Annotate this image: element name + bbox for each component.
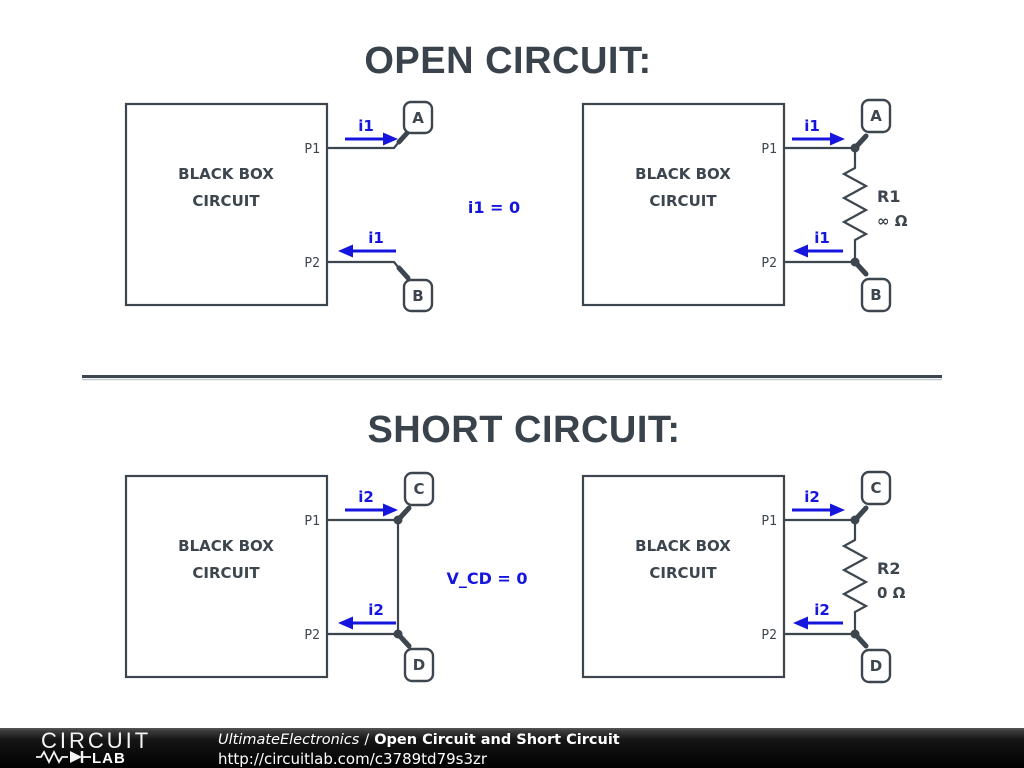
resistor-name: R1 [877,187,900,206]
current-arrowhead-left [338,616,353,630]
current-label: i1 [358,117,374,135]
terminal-b-label: B [870,286,881,304]
pin-p2-label: P2 [761,628,777,643]
black-box-label-line2: CIRCUIT [649,192,717,210]
logo-resistor-icon [36,749,68,765]
footer-title-line: UltimateElectronics/Open Circuit and Sho… [218,731,620,750]
junction-dot [850,515,860,525]
current-label: i2 [814,601,830,619]
footer-bar: CIRCUIT LAB UltimateElectronics/Open Cir… [0,728,1024,768]
black-box-label-line2: CIRCUIT [192,192,260,210]
terminal-a [860,98,892,134]
pin-p1-label: P1 [304,142,320,157]
open-annotation: i1 = 0 [468,198,520,217]
pin-p2-label: P2 [304,256,320,271]
terminal-d-label: D [413,656,425,674]
terminal-c [860,470,892,506]
terminal-d [860,648,892,684]
terminal-c-label: C [870,479,881,497]
resistor-value: 0 Ω [877,584,906,602]
terminal-c-label: C [413,480,424,498]
footer-url: http://circuitlab.com/c3789td79s3zr [218,750,488,768]
terminal-d-label: D [870,657,882,675]
short-right-circuit: BLACK BOX CIRCUIT P1 P2 R2 0 Ω C D i2 i2 [581,470,906,684]
resistor-value: ∞ Ω [877,212,908,230]
black-box-label-line1: BLACK BOX [178,537,274,555]
current-arrowhead-right [383,503,398,517]
open-left-circuit: BLACK BOX CIRCUIT P1 P2 A B i1 i1 [124,100,434,313]
terminal-b-label: B [412,287,423,305]
pin-p1-label: P1 [761,514,777,529]
current-arrowhead-left [793,616,808,630]
terminal-d [403,647,435,683]
terminal-a [402,100,434,135]
pin-p1-label: P1 [304,514,320,529]
resistor-name: R2 [877,559,900,578]
junction-dot [393,629,403,639]
current-label: i1 [814,229,830,247]
short-circuit-title: SHORT CIRCUIT: [367,409,680,451]
short-annotation: V_CD = 0 [446,569,527,588]
footer-author: UltimateElectronics [218,732,360,748]
junction-dot [393,515,403,525]
open-right-circuit: BLACK BOX CIRCUIT P1 P2 R1 ∞ Ω A B i1 i1 [581,98,908,313]
terminal-b [402,278,434,313]
current-arrowhead-left [793,244,808,258]
footer-separator: / [364,732,370,748]
black-box-label-line2: CIRCUIT [649,564,717,582]
current-arrowhead-right [383,132,398,146]
black-box [581,102,786,307]
black-box-label-line1: BLACK BOX [635,537,731,555]
resistor-symbol [841,150,869,260]
terminal-b [860,277,892,313]
current-label: i1 [804,117,820,135]
logo-diode-icon [70,751,82,763]
logo-word-lab: LAB [92,750,126,766]
circuitlab-logo: CIRCUIT LAB [36,730,151,766]
footer-text: UltimateElectronics/Open Circuit and Sho… [218,731,620,768]
current-label: i2 [368,601,384,619]
current-arrowhead-right [830,503,845,517]
junction-dot [850,257,860,267]
black-box-label-line2: CIRCUIT [192,564,260,582]
pin-p2-label: P2 [761,256,777,271]
current-label: i2 [804,488,820,506]
current-label: i1 [368,229,384,247]
black-box [124,474,329,679]
black-box [581,474,786,679]
black-box-label-line1: BLACK BOX [178,165,274,183]
black-box [124,102,329,307]
footer-document-title: Open Circuit and Short Circuit [374,732,620,748]
resistor-symbol [841,522,869,632]
wire-p2 [327,260,404,274]
terminal-c [403,471,435,507]
terminal-stub [396,265,411,281]
current-arrowhead-left [338,244,353,258]
junction-dot [850,629,860,639]
current-label: i2 [358,488,374,506]
current-arrowhead-right [830,132,845,146]
pin-p1-label: P1 [761,142,777,157]
schematic-canvas: OPEN CIRCUIT: SHORT CIRCUIT: BLACK BOX C… [82,40,942,684]
pin-p2-label: P2 [304,628,320,643]
black-box-label-line1: BLACK BOX [635,165,731,183]
short-left-circuit: BLACK BOX CIRCUIT P1 P2 C D i2 i2 [124,471,435,683]
junction-dot [850,143,860,153]
logo-word-circuit: CIRCUIT [41,730,151,753]
open-circuit-title: OPEN CIRCUIT: [364,40,651,82]
terminal-a-label: A [412,109,424,127]
terminal-a-label: A [870,107,882,125]
terminal-stub [396,129,411,145]
